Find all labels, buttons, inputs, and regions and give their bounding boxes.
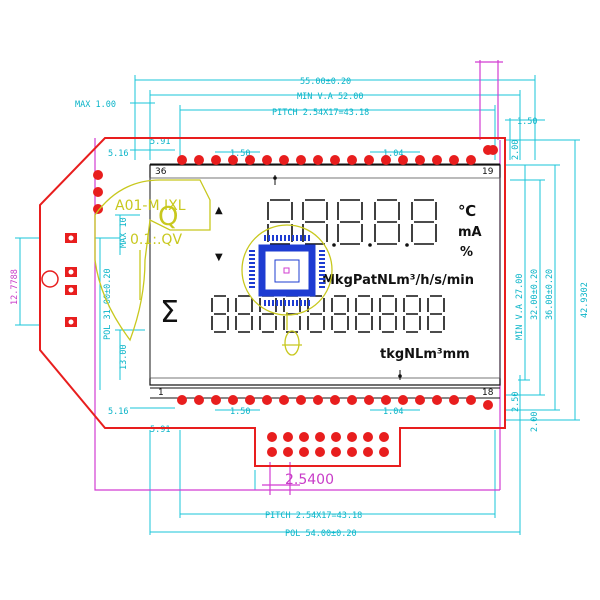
- dim-104-top: 1.04: [383, 149, 403, 159]
- top-pin-row: [177, 145, 493, 165]
- dim-left-12: 12.7788: [10, 269, 20, 305]
- centre-marker-arrows: [273, 175, 402, 380]
- unit-row3: tkgNLm³mm: [380, 347, 470, 362]
- dim-pitch-top: PITCH 2.54X17=43.18: [272, 108, 369, 118]
- dim-1300: 13.00: [119, 344, 129, 370]
- dim-max-left: MAX 1.00: [75, 100, 116, 110]
- dim-pitch-2540: 2.5400: [285, 472, 334, 488]
- dim-591-top: 5.91: [150, 137, 170, 147]
- dim-height-36: 36.00±0.20: [545, 269, 555, 320]
- left-dimension-lines: [15, 214, 145, 390]
- lcd-digits-row2: [211, 295, 445, 333]
- dim-total-width: 55.00±0.20: [300, 77, 351, 87]
- unit-celsius: ℃: [458, 202, 476, 220]
- connector-pad-grid: [267, 432, 389, 457]
- dim-pitch-bottom: PITCH 2.54X17=43.18: [265, 511, 362, 521]
- triangle-up-icon: ▲: [215, 205, 223, 216]
- dim-overall-42: 42.9302: [580, 282, 590, 318]
- overlay-text-2: 0.1:.QV: [130, 232, 182, 248]
- pin-label-18: 18: [482, 388, 494, 398]
- dim-min-va-top: MIN V.A 52.00: [297, 92, 364, 102]
- qfp-chip-icon: [249, 235, 325, 306]
- dim-250-right: 2.50: [511, 392, 521, 412]
- sigma-symbol: Σ: [160, 295, 179, 330]
- bottom-pin-row: [177, 395, 493, 410]
- bottom-dimension-lines: [130, 407, 521, 535]
- pin-label-1: 1: [158, 388, 164, 398]
- dim-150-right: 1.50: [517, 117, 537, 127]
- dim-height-32: 32.00±0.20: [530, 269, 540, 320]
- dim-104-bottom: 1.04: [383, 407, 403, 417]
- dim-150-bottom: 1.50: [230, 407, 250, 417]
- triangle-down-icon: ▼: [215, 252, 223, 263]
- pin-label-19: 19: [482, 167, 494, 177]
- dim-591-bottom: 5.91: [150, 425, 170, 435]
- dim-200-right-bottom: 2.00: [530, 412, 540, 432]
- lcd-view-area: [149, 177, 501, 379]
- unit-percent: %: [460, 245, 473, 260]
- top-right-pads: [488, 145, 498, 155]
- top-dimension-lines: [130, 75, 536, 160]
- unit-row2: MkgPatNLm³/h/s/min: [322, 273, 474, 288]
- pin-label-36: 36: [155, 167, 167, 177]
- unit-ma: mA: [458, 225, 482, 240]
- pcb-outline: [39, 137, 506, 467]
- dim-150-top: 1.50: [230, 149, 250, 159]
- right-dimension-lines: [505, 118, 580, 430]
- dim-min-va-right: MIN V.A 27.00: [515, 273, 525, 340]
- dim-max-10: MAX 10: [119, 217, 129, 248]
- dim-pol-bottom: POL 54.00±0.20: [285, 529, 357, 539]
- left-column-pads: [93, 170, 103, 214]
- lcd-digits-row1: [267, 199, 437, 247]
- overlay-text-3: Q: [158, 202, 178, 232]
- dim-516-top: 5.16: [108, 149, 128, 159]
- left-connector-pads: [41, 233, 77, 327]
- dim-516-bottom: 5.16: [108, 407, 128, 417]
- yellow-overlay-sketch: [94, 179, 333, 356]
- overlay-text-1: A01-M IXL: [115, 198, 186, 214]
- dim-200-right-top: 2.00: [511, 140, 521, 160]
